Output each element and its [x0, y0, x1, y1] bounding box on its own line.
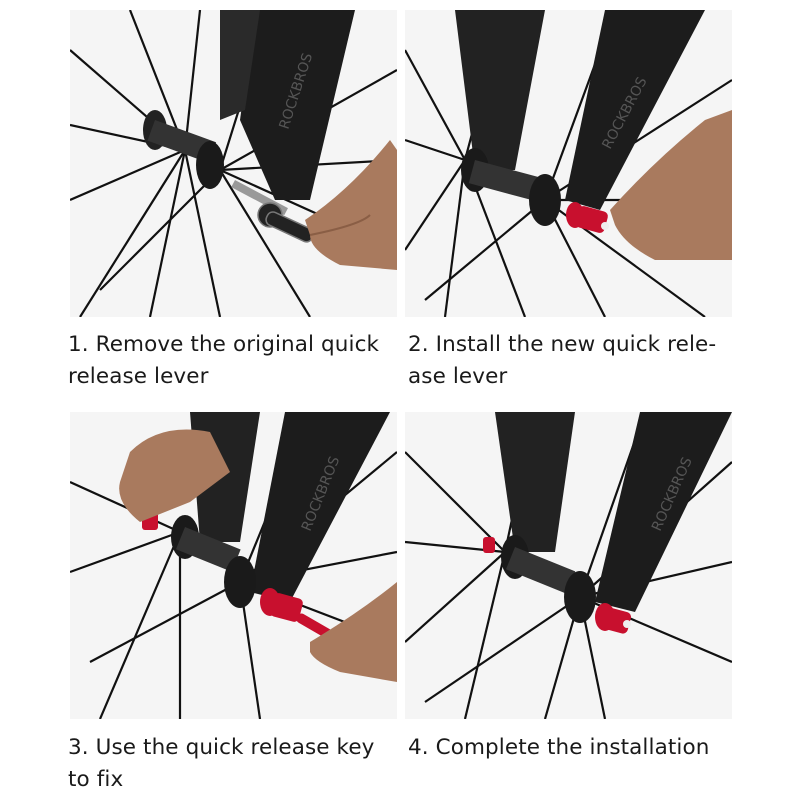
red-lever — [566, 202, 609, 233]
caption-line: ase lever — [408, 364, 508, 389]
fork-blade — [240, 10, 355, 200]
step-2-photo: ROCKBROS — [405, 10, 732, 317]
hand — [305, 140, 397, 270]
red-lever — [595, 603, 632, 634]
caption-line: to fix — [68, 767, 124, 792]
step-3-photo: ROCKBROS — [70, 412, 397, 719]
step-4-caption: 4. Complete the installation — [408, 732, 738, 764]
hand — [610, 110, 732, 260]
tighten-with-key-photo: ROCKBROS — [70, 412, 397, 719]
right-hand — [310, 582, 397, 682]
left-hand — [119, 429, 230, 522]
caption-line: 2. Install the new quick rele- — [408, 332, 717, 357]
fork-blade — [595, 412, 732, 612]
caption-line: 4. Complete the installation — [408, 735, 710, 760]
step-2-caption: 2. Install the new quick rele- ase lever — [408, 329, 738, 393]
fork-blade — [250, 412, 390, 602]
step-3-caption: 3. Use the quick release key to fix — [68, 732, 398, 796]
caption-line: release lever — [68, 364, 209, 389]
red-skewer-nut — [483, 537, 495, 553]
fork-blade — [565, 10, 705, 210]
completed-installation-photo: ROCKBROS — [405, 412, 732, 719]
caption-line: 1. Remove the original quick — [68, 332, 380, 357]
step-1-photo: ROCKBROS — [70, 10, 397, 317]
wheel-spokes — [405, 412, 732, 719]
step-4-photo: ROCKBROS — [405, 412, 732, 719]
remove-lever-photo: ROCKBROS — [70, 10, 397, 317]
install-lever-photo: ROCKBROS — [405, 10, 732, 317]
caption-line: 3. Use the quick release key — [68, 735, 375, 760]
step-1-caption: 1. Remove the original quick release lev… — [68, 329, 398, 393]
